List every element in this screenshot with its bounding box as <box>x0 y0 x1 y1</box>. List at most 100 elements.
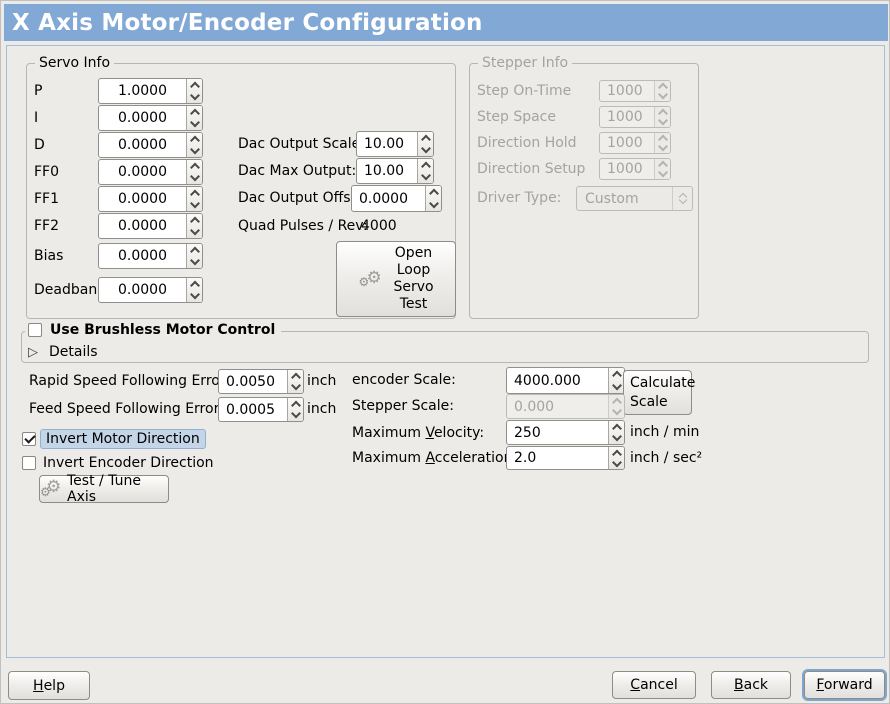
details-label[interactable]: Details <box>49 344 98 360</box>
p-label: P <box>34 78 42 104</box>
deadband-value[interactable]: 0.0000 <box>99 278 186 302</box>
max-velocity-value[interactable]: 250 <box>507 421 608 444</box>
step-on-time-label: Step On-Time <box>477 80 571 102</box>
driver-type-value: Custom <box>577 187 672 210</box>
spin-down-icon[interactable] <box>609 381 624 394</box>
test-tune-axis-button[interactable]: ⚙ ⚙ Test / Tune Axis <box>39 475 169 503</box>
spin-down-icon[interactable] <box>187 226 202 238</box>
open-loop-line3: Servo <box>393 279 433 296</box>
spin-down-icon <box>655 91 670 101</box>
page-title: X Axis Motor/Encoder Configuration <box>4 10 483 36</box>
encoder-scale-spinbox[interactable]: 4000.000 <box>506 367 625 394</box>
invert-motor-checkbox[interactable] <box>22 432 36 446</box>
rapid-following-error-label: Rapid Speed Following Error: <box>29 369 230 394</box>
spin-down-icon[interactable] <box>288 382 303 394</box>
back-button[interactable]: Back <box>711 671 791 699</box>
encoder-scale-value[interactable]: 4000.000 <box>507 368 608 393</box>
spin-down-icon[interactable] <box>187 91 202 103</box>
help-button-label: Help <box>33 678 65 694</box>
invert-motor-label[interactable]: Invert Motor Direction <box>40 429 206 449</box>
gears-icon: ⚙ ⚙ <box>358 266 384 292</box>
feed-following-error-label: Feed Speed Following Error: <box>29 397 224 422</box>
spin-down-icon[interactable] <box>187 118 202 130</box>
spin-down-icon[interactable] <box>187 145 202 157</box>
spin-down-icon[interactable] <box>609 458 624 469</box>
brushless-checkbox-row[interactable]: Use Brushless Motor Control <box>25 322 281 338</box>
dac-output-offset-value[interactable]: 0.0000 <box>352 186 425 211</box>
use-brushless-checkbox[interactable] <box>28 323 42 337</box>
p-spinbox[interactable]: 1.0000 <box>98 78 203 104</box>
ff0-spinbox[interactable]: 0.0000 <box>98 159 203 185</box>
step-space-label: Step Space <box>477 106 556 128</box>
invert-encoder-label[interactable]: Invert Encoder Direction <box>43 454 214 472</box>
forward-button[interactable]: Forward <box>804 671 885 699</box>
rapid-following-error-value[interactable]: 0.0050 <box>219 370 287 393</box>
ff1-value[interactable]: 0.0000 <box>99 187 186 211</box>
test-tune-axis-label: Test / Tune Axis <box>67 473 168 505</box>
spin-down-icon[interactable] <box>426 199 441 212</box>
invert-encoder-checkbox[interactable] <box>22 456 36 470</box>
ff2-value[interactable]: 0.0000 <box>99 214 186 238</box>
feed-following-error-spinbox[interactable]: 0.0005 <box>218 397 304 422</box>
feed-following-error-value[interactable]: 0.0005 <box>219 398 287 421</box>
direction-setup-spinbox: 1000 <box>599 158 671 180</box>
p-value[interactable]: 1.0000 <box>99 79 186 103</box>
servo-info-legend: Servo Info <box>35 55 114 71</box>
direction-setup-label: Direction Setup <box>477 158 585 180</box>
expander-collapsed-icon[interactable]: ▷ <box>28 345 38 360</box>
spin-down-icon[interactable] <box>187 172 202 184</box>
max-velocity-spinbox[interactable]: 250 <box>506 420 625 445</box>
help-button[interactable]: Help <box>8 671 90 700</box>
dac-output-scale-spinbox[interactable]: 10.00 <box>356 131 434 157</box>
back-button-label: Back <box>734 677 768 693</box>
spin-down-icon[interactable] <box>187 256 202 268</box>
max-acceleration-value[interactable]: 2.0 <box>507 447 608 469</box>
spin-down-icon[interactable] <box>187 290 202 302</box>
dac-max-output-label: Dac Max Output: <box>238 158 356 185</box>
quad-pulses-label: Quad Pulses / Rev: <box>238 213 368 239</box>
step-on-time-value: 1000 <box>600 81 654 101</box>
details-expander[interactable]: ▷ Details <box>28 344 98 360</box>
rapid-following-error-spinbox[interactable]: 0.0050 <box>218 369 304 394</box>
d-value[interactable]: 0.0000 <box>99 133 186 157</box>
spin-down-icon[interactable] <box>418 144 433 156</box>
max-acceleration-spinbox[interactable]: 2.0 <box>506 446 625 470</box>
open-loop-servo-test-button[interactable]: ⚙ ⚙ Open Loop Servo Test <box>336 241 456 317</box>
ff2-spinbox[interactable]: 0.0000 <box>98 213 203 239</box>
rapid-following-error-unit: inch <box>307 369 336 394</box>
calculate-scale-line1: Calculate <box>630 374 695 393</box>
dac-output-offset-spinbox[interactable]: 0.0000 <box>351 185 442 212</box>
dac-max-output-value[interactable]: 10.00 <box>357 159 417 183</box>
dac-max-output-spinbox[interactable]: 10.00 <box>356 158 434 184</box>
use-brushless-label[interactable]: Use Brushless Motor Control <box>50 322 275 338</box>
cancel-button-label: Cancel <box>630 677 677 693</box>
dac-output-scale-value[interactable]: 10.00 <box>357 132 417 156</box>
calculate-scale-button[interactable]: Calculate Scale <box>623 370 692 415</box>
ff1-spinbox[interactable]: 0.0000 <box>98 186 203 212</box>
i-spinbox[interactable]: 0.0000 <box>98 105 203 131</box>
deadband-spinbox[interactable]: 0.0000 <box>98 277 203 303</box>
d-label: D <box>34 132 45 158</box>
spin-up-icon[interactable] <box>609 368 624 381</box>
dac-output-scale-label: Dac Output Scale: <box>238 131 365 158</box>
max-velocity-label: Maximum Velocity: <box>352 420 484 446</box>
spin-down-icon <box>609 407 624 419</box>
bias-value[interactable]: 0.0000 <box>99 244 186 268</box>
spin-up-icon[interactable] <box>426 186 441 199</box>
d-spinbox[interactable]: 0.0000 <box>98 132 203 158</box>
spin-down-icon[interactable] <box>288 410 303 422</box>
ff0-value[interactable]: 0.0000 <box>99 160 186 184</box>
bias-spinbox[interactable]: 0.0000 <box>98 243 203 269</box>
stepper-info-legend: Stepper Info <box>478 55 572 71</box>
spin-down-icon <box>655 169 670 179</box>
cancel-button[interactable]: Cancel <box>612 671 696 699</box>
spin-down-icon[interactable] <box>609 433 624 445</box>
direction-hold-spinbox: 1000 <box>599 132 671 154</box>
spin-down-icon[interactable] <box>187 199 202 211</box>
encoder-scale-label: encoder Scale: <box>352 367 456 394</box>
direction-hold-label: Direction Hold <box>477 132 577 154</box>
spin-down-icon[interactable] <box>418 171 433 183</box>
step-on-time-spinbox: 1000 <box>599 80 671 102</box>
deadband-label: Deadband <box>34 277 106 303</box>
i-value[interactable]: 0.0000 <box>99 106 186 130</box>
